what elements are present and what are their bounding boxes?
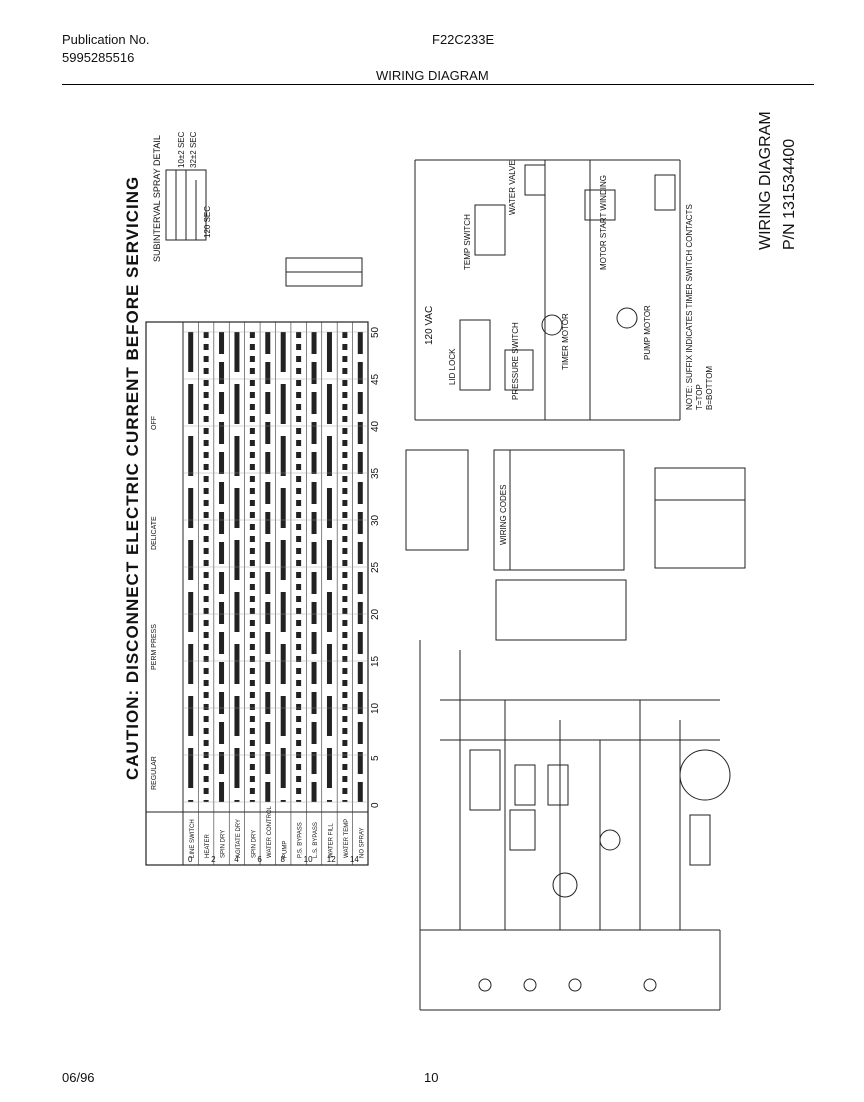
spray-detail-title: SUBINTERVAL SPRAY DETAIL xyxy=(152,135,162,262)
chart-tick-label: 40 xyxy=(370,420,381,432)
wiring-codes-title: WIRING CODES xyxy=(499,485,508,545)
component-motor-start: MOTOR START WINDING xyxy=(599,175,608,270)
chart-tick-label: 10 xyxy=(370,702,381,714)
chart-cycle-label: PERM PRESS xyxy=(151,624,158,670)
chart-row-number: 0 xyxy=(188,855,193,864)
chart-circuit-label: P.S. BYPASS xyxy=(298,822,304,858)
component-timer-motor: TIMER MOTOR xyxy=(561,313,570,370)
chart-circuit-label: PUMP xyxy=(282,841,288,858)
schematic xyxy=(414,159,681,421)
chart-tick-label: 25 xyxy=(370,561,381,573)
spray-timing-2: 32±2 SEC xyxy=(189,131,198,168)
note-line-2: T=TOP xyxy=(695,384,704,410)
model-number: F22C233E xyxy=(432,32,495,47)
chart-tick-label: 30 xyxy=(370,514,381,526)
chart-tick-label: 20 xyxy=(370,608,381,620)
chart-row-number: 14 xyxy=(350,855,359,864)
side-title-line2: P/N 131534400 xyxy=(781,139,798,250)
chart-circuit-label: L.S. BYPASS xyxy=(313,822,319,858)
page-title: WIRING DIAGRAM xyxy=(376,68,489,83)
publication-label: Publication No. xyxy=(62,32,150,47)
chart-circuit-label: HEATER xyxy=(205,833,211,858)
chart-row-number: 10 xyxy=(304,855,313,864)
note-line-1: NOTE: SUFFIX INDICATES TIMER SWITCH CONT… xyxy=(685,204,694,410)
note-line-3: B=BOTTOM xyxy=(705,366,714,410)
spray-timing-1: 10±2 SEC xyxy=(177,131,186,168)
chart-circuit-label: LINE SWITCH xyxy=(190,819,196,858)
voltage-label: 120 VAC xyxy=(424,306,435,345)
component-pump-motor: PUMP MOTOR xyxy=(643,305,652,360)
component-temp-switch: TEMP SWITCH xyxy=(463,214,472,270)
wiring-codes: WIRING CODES xyxy=(405,449,746,641)
chart-row-number: 12 xyxy=(327,855,336,864)
side-title-line1: WIRING DIAGRAM xyxy=(757,111,774,250)
chart-tick-label: 35 xyxy=(370,467,381,479)
chart-tick-label: 50 xyxy=(370,326,381,338)
chart-cycle-label: DELICATE xyxy=(151,516,158,550)
component-lid-lock: LID LOCK xyxy=(448,348,457,385)
component-pressure-switch: PRESSURE SWITCH xyxy=(511,322,520,400)
timer-chart: LINE SWITCH HEATER SPIN DRY AGITATE DRY SPIN… xyxy=(145,321,381,866)
chart-row-number: 6 xyxy=(257,855,262,864)
legend-table xyxy=(285,257,363,287)
caution-text: CAUTION: DISCONNECT ELECTRIC CURRENT BEF… xyxy=(123,176,142,780)
chart-tick-label: 0 xyxy=(370,802,381,808)
header-rule xyxy=(62,84,814,85)
chart-cycle-label: REGULAR xyxy=(151,756,158,790)
component-water-valve: WATER VALVE xyxy=(508,160,517,215)
chart-tick-label: 45 xyxy=(370,373,381,385)
chart-cycle-label: OFF xyxy=(151,416,158,430)
chart-circuit-label: SPIN DRY xyxy=(251,830,257,858)
chart-circuit-label: WATER TEMP xyxy=(344,819,350,858)
publication-number: 5995285516 xyxy=(62,50,135,65)
chart-row-number: 4 xyxy=(234,855,239,864)
chart-circuit-label: NO SPRAY xyxy=(359,827,365,858)
chart-row-number: 2 xyxy=(211,855,216,864)
lower-schematic xyxy=(419,640,731,1011)
chart-circuit-label: SPIN DRY xyxy=(221,830,227,858)
chart-circuit-label: WATER FILL xyxy=(329,823,335,858)
footer-date: 06/96 xyxy=(62,1070,95,1085)
chart-circuit-label: AGITATE DRY xyxy=(236,819,242,858)
chart-row-number: 8 xyxy=(281,855,286,864)
chart-tick-label: 5 xyxy=(370,755,381,761)
footer-page-number: 10 xyxy=(424,1070,439,1085)
spray-timing-3: 120 SEC xyxy=(203,206,212,238)
chart-tick-label: 15 xyxy=(370,655,381,667)
spray-detail: SUBINTERVAL SPRAY DETAIL 10±2 SEC 32±2 S… xyxy=(152,131,212,262)
chart-circuit-label: WATER CONTROL xyxy=(267,805,273,858)
